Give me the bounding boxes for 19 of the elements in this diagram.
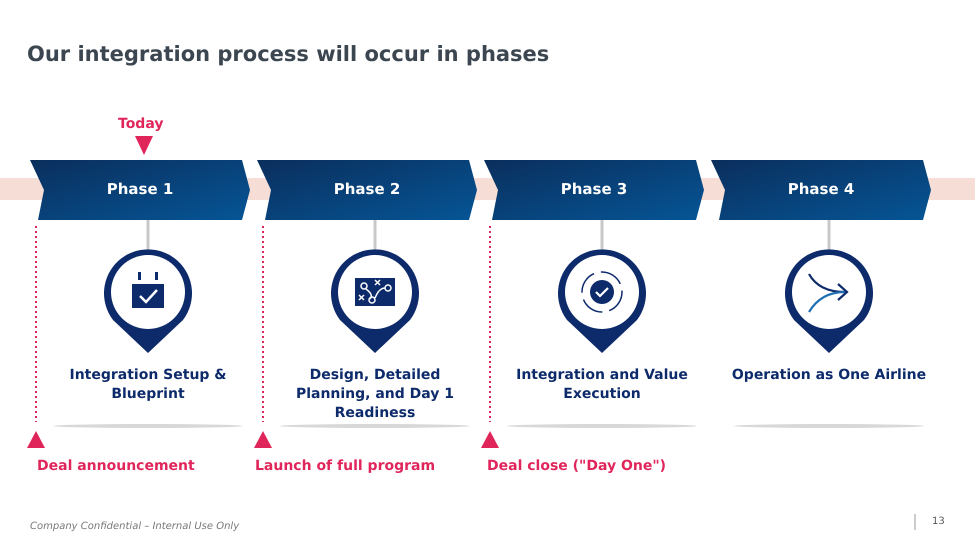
phase-description: Operation as One Airline <box>730 366 928 385</box>
phase-description: Integration and Value Execution <box>515 366 689 404</box>
phase-description: Design, Detailed Planning, and Day 1 Readiness <box>294 366 456 423</box>
phase-title: Phase 2 <box>332 180 402 198</box>
footer-note: Company Confidential – Internal Use Only <box>30 521 240 532</box>
phase-title: Phase 1 <box>106 180 174 198</box>
connector-line <box>600 218 604 250</box>
page-number: 13 <box>932 516 945 527</box>
milestone-label: Deal announcement <box>37 458 195 474</box>
milestone-label: Deal close ("Day One") <box>487 458 666 474</box>
connector-line <box>146 218 150 250</box>
connector-line <box>374 218 376 250</box>
phase-description: Integration Setup & Blueprint <box>68 366 228 404</box>
milestone-label: Launch of full program <box>255 458 436 474</box>
phase-title: Phase 3 <box>560 180 628 198</box>
phase-title: Phase 4 <box>786 180 856 198</box>
today-marker-label: Today <box>118 116 164 132</box>
connector-line <box>828 218 830 250</box>
slide-title: Our integration process will occur in phases <box>27 42 550 66</box>
